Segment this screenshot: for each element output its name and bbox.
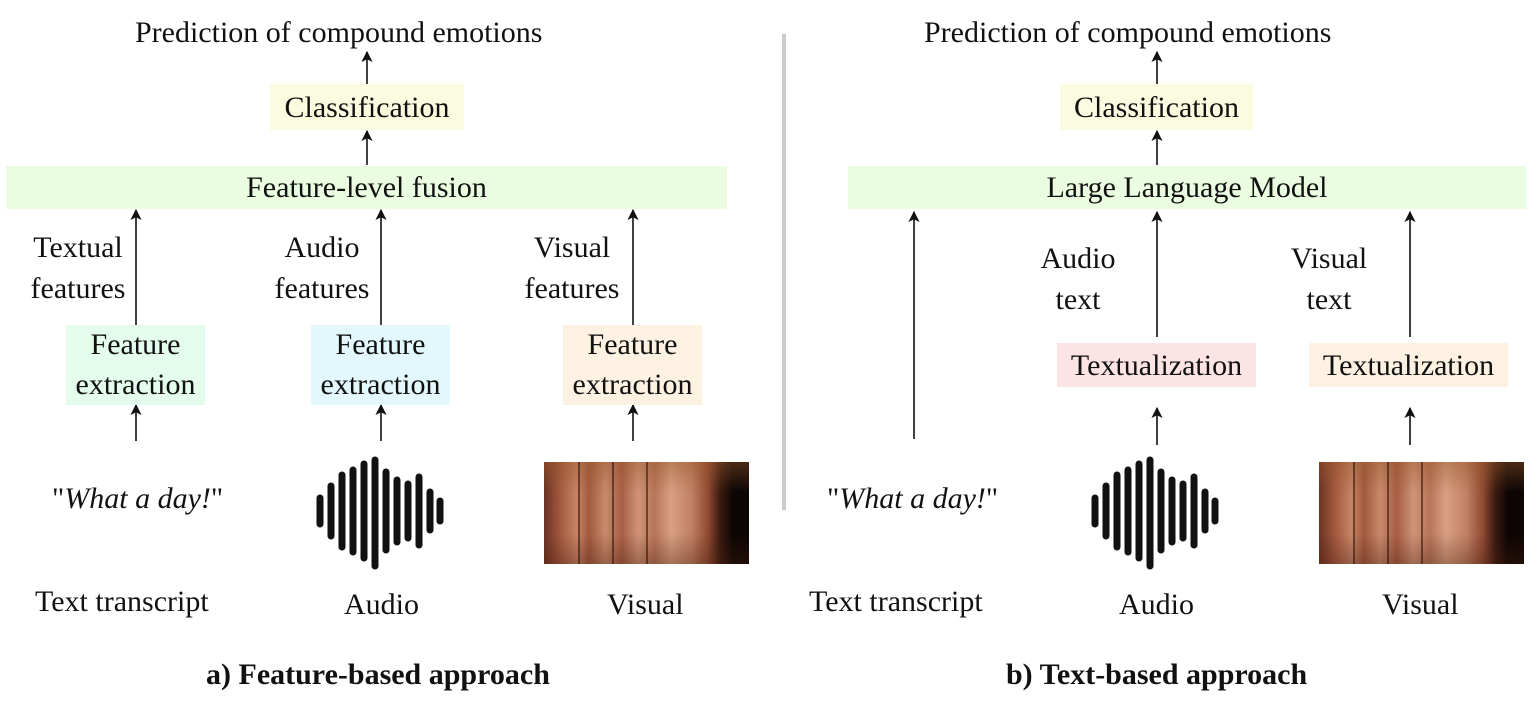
audio-text-line1: Audio — [1040, 242, 1116, 275]
text-transcript-label-b: Text transcript — [809, 585, 983, 618]
feature-extraction-line1: Feature — [90, 328, 181, 361]
quote-open-a: " — [52, 482, 65, 515]
fusion-label: Feature-level fusion — [246, 171, 487, 204]
textualization-label: Textualization — [1322, 348, 1495, 382]
text-transcript-label-a: Text transcript — [35, 585, 209, 618]
caption-b: b) Text-based approach — [1006, 658, 1308, 691]
classification-label-a: Classification — [284, 90, 450, 124]
audio-text-line2: text — [1055, 283, 1101, 316]
audio-features-line2: features — [274, 272, 370, 305]
quote-close-a: " — [210, 482, 224, 515]
visual-feature-extraction-box: Feature extraction — [563, 325, 702, 405]
quote-close-b: " — [985, 482, 999, 515]
prediction-label-a: Prediction of compound emotions — [135, 16, 543, 49]
caption-a: a) Feature-based approach — [206, 658, 550, 691]
feature-extraction-line2: extraction — [320, 368, 441, 401]
fusion-box: Feature-level fusion — [6, 166, 727, 209]
classification-label-b: Classification — [1074, 90, 1239, 124]
audio-label-a: Audio — [344, 588, 419, 621]
visual-text-label: Visual text — [1270, 238, 1388, 320]
quote-text-a: What a day! — [64, 482, 211, 515]
transcript-quote-a: "What a day!" — [52, 478, 223, 519]
textual-features-line1: Textual — [33, 231, 123, 264]
prediction-label-b: Prediction of compound emotions — [924, 16, 1332, 49]
face-frames-image — [544, 462, 749, 564]
feature-extraction-line1: Feature — [587, 328, 678, 361]
feature-extraction-line2: extraction — [75, 368, 196, 401]
waveform-icon — [316, 456, 444, 570]
classification-box-b: Classification — [1060, 84, 1253, 130]
audio-text-label: Audio text — [1020, 238, 1136, 320]
visual-textualization-box: Textualization — [1309, 343, 1508, 387]
feature-extraction-line2: extraction — [572, 368, 693, 401]
textualization-label: Textualization — [1070, 348, 1243, 382]
visual-text-line1: Visual — [1290, 242, 1368, 275]
text-feature-extraction-box: Feature extraction — [66, 325, 205, 405]
visual-features-line1: Visual — [533, 231, 611, 264]
visual-text-line2: text — [1306, 283, 1352, 316]
classification-box-a: Classification — [270, 84, 464, 130]
textual-features-label: Textual features — [16, 227, 140, 309]
visual-label-a: Visual — [607, 588, 684, 621]
visual-features-label: Visual features — [512, 227, 632, 309]
audio-feature-extraction-box: Feature extraction — [311, 325, 450, 405]
llm-box: Large Language Model — [848, 166, 1526, 209]
llm-label: Large Language Model — [1046, 171, 1328, 204]
audio-features-line1: Audio — [284, 231, 360, 264]
visual-label-b: Visual — [1382, 588, 1459, 621]
audio-textualization-box: Textualization — [1057, 343, 1256, 387]
audio-label-b: Audio — [1119, 588, 1194, 621]
quote-open-b: " — [827, 482, 840, 515]
feature-extraction-line1: Feature — [335, 328, 426, 361]
face-frames-image — [1319, 462, 1524, 564]
transcript-quote-b: "What a day!" — [827, 478, 998, 519]
visual-features-line2: features — [524, 272, 620, 305]
audio-features-label: Audio features — [262, 227, 382, 309]
quote-text-b: What a day! — [839, 482, 986, 515]
textual-features-line2: features — [30, 272, 126, 305]
waveform-icon — [1091, 456, 1219, 570]
